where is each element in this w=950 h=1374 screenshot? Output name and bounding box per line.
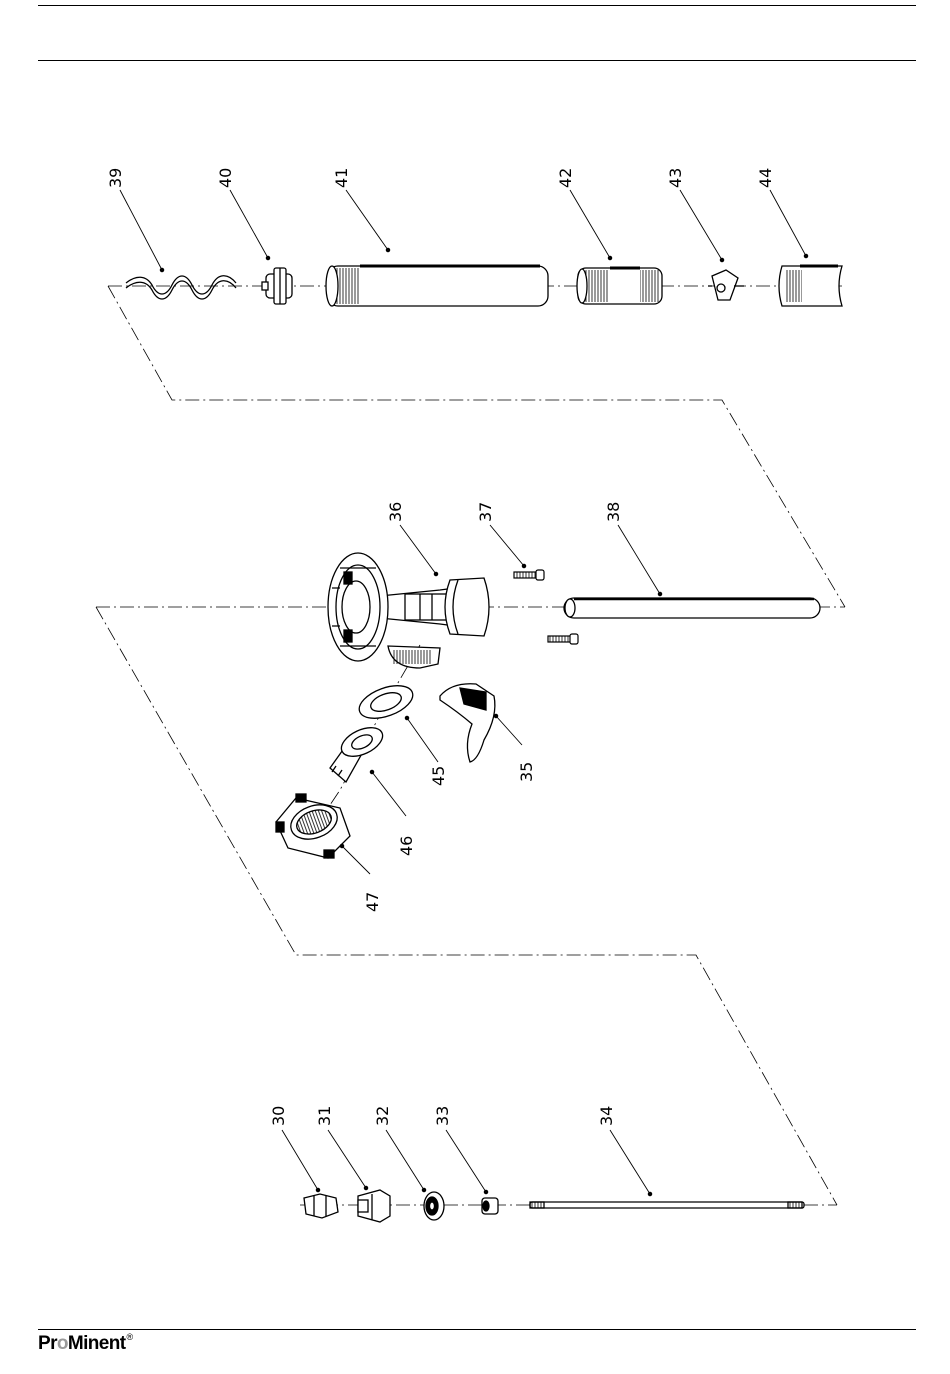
callout-45: 45: [429, 766, 448, 786]
part-33-bushing: [482, 1198, 498, 1214]
callout-42: 42: [556, 168, 575, 188]
callout-41: 41: [332, 168, 351, 188]
brand-text-minent: Minent: [68, 1333, 126, 1354]
callout-40: 40: [216, 168, 235, 188]
callout-38: 38: [604, 502, 623, 522]
callout-32: 32: [373, 1106, 392, 1126]
callout-46: 46: [397, 836, 416, 856]
part-43-foot-valve: [708, 270, 744, 300]
callout-43: 43: [666, 168, 685, 188]
part-41-suction-tube: [326, 266, 548, 306]
part-38-pipe: [564, 598, 820, 618]
callout-30: 30: [269, 1106, 288, 1126]
brand-logo: ProMinent®: [38, 1333, 133, 1355]
part-39-spring: [126, 276, 236, 299]
brand-text-pr: Pr: [38, 1333, 57, 1354]
callout-39: 39: [106, 168, 125, 188]
part-35-clip: [440, 684, 495, 762]
part-32-bearing: [424, 1192, 444, 1220]
callout-labels: 39 40 41 42 43 44 36 37 38 45 35 46 47 3…: [106, 168, 775, 1126]
part-46-hose-nozzle: [330, 722, 387, 782]
part-44-end-sleeve: [779, 266, 842, 306]
callout-34: 34: [597, 1106, 616, 1126]
part-30-coupling: [304, 1194, 338, 1218]
registered-mark: ®: [127, 1332, 133, 1342]
callout-31: 31: [315, 1106, 334, 1126]
part-34-shaft: [530, 1202, 804, 1208]
callout-35: 35: [517, 762, 536, 782]
brand-text-o: o: [57, 1333, 68, 1354]
part-36-head-housing: [328, 553, 489, 668]
part-40-valve-cage: [262, 268, 292, 304]
callout-33: 33: [433, 1106, 452, 1126]
callout-47: 47: [363, 892, 382, 912]
callout-44: 44: [756, 168, 775, 188]
part-47-union-nut: [276, 794, 350, 858]
callout-36: 36: [386, 502, 405, 522]
part-31-coupling-sleeve: [358, 1190, 390, 1222]
callout-37: 37: [476, 502, 495, 522]
part-42-threaded-nipple: [577, 268, 662, 304]
